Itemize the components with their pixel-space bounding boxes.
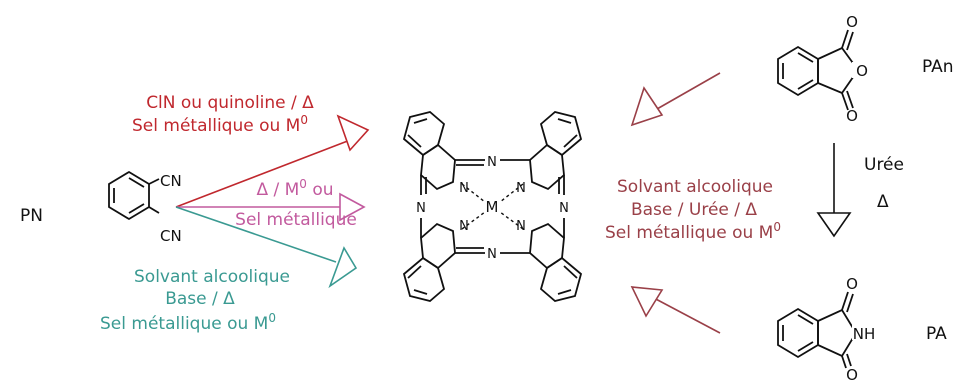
metal-coordination-bonds [461,183,524,230]
pink-arrow [176,192,366,222]
pn-molecule [108,170,160,221]
pa-molecule [777,291,858,369]
pa-label: PA [926,324,947,344]
maroon-arrow-bottom [630,286,721,334]
pc-n-right: N [559,201,569,216]
pan-label: PAn [922,57,954,77]
pan-o-ring: O [856,62,868,80]
urea-arrow [816,143,852,238]
pc-n-left: N [416,201,426,216]
pan-o-bottom: O [846,107,858,125]
pa-o-top: O [846,275,858,293]
maroon-condition-line2: Base / Urée / Δ [631,200,757,220]
teal-condition-line2: Base / Δ [165,289,235,309]
maroon-arrow-top [630,72,721,127]
pc-n-tr: N [516,181,526,196]
urea-delta: Δ [877,192,889,212]
pn-label: PN [20,206,43,226]
pc-n-bottom: N [487,247,497,262]
pan-o-top: O [846,13,858,31]
teal-condition-line3: Sel métallique ou M0 [100,311,276,334]
red-condition-line2: Sel métallique ou M0 [132,113,308,136]
pa-o-bottom: O [846,366,858,381]
teal-arrow [175,206,358,289]
teal-condition-line1: Solvant alcoolique [134,267,290,287]
maroon-condition-line3: Sel métallique ou M0 [605,220,781,243]
phthalocyanine-molecule [402,111,583,302]
pn-cn-top: CN [160,172,182,190]
pink-condition-line1: Δ / M0 ou [256,177,333,200]
red-arrow [175,114,370,208]
pc-metal: M [486,198,499,216]
pink-condition-line2: Sel métallique [235,210,357,230]
pn-cn-bottom: CN [160,227,182,245]
pa-nh: NH [853,325,876,343]
pan-molecule [777,29,860,111]
pc-n-bl: N [459,219,469,234]
urea-label: Urée [864,155,904,175]
maroon-condition-line1: Solvant alcoolique [617,177,773,197]
pc-n-tl: N [459,181,469,196]
red-condition-line1: ClN ou quinoline / Δ [146,93,314,113]
pc-n-top: N [487,155,497,170]
pc-n-br: N [516,219,526,234]
